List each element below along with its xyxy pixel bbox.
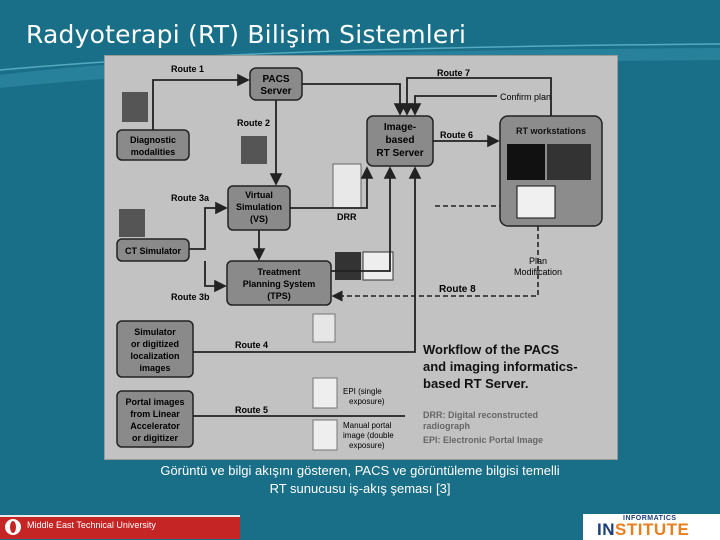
virtual-simulation-label-3: (VS)	[250, 214, 268, 224]
institute-logo-small-text: INFORMATICS	[623, 515, 677, 522]
ct-simulator-label: CT Simulator	[125, 246, 182, 256]
workflow-title-line-3: based RT Server.	[423, 376, 529, 391]
simulator-label-2: or digitized	[131, 339, 179, 349]
epi-label-2: exposure)	[349, 397, 385, 406]
manual-portal-image-icon	[312, 419, 338, 451]
simulator-label-1: Simulator	[134, 327, 176, 337]
tps-dose-image-icon	[335, 252, 361, 280]
route-5-label: Route 5	[235, 405, 268, 415]
epi-label-1: EPI (single	[343, 387, 382, 396]
route-1-label: Route 1	[171, 64, 204, 74]
portal-label-1: Portal images	[125, 397, 184, 407]
simulator-label-3: localization	[130, 351, 179, 361]
route-7-label: Route 7	[437, 68, 470, 78]
tps-label-3: (TPS)	[267, 291, 291, 301]
university-footer-banner: Middle East Technical University	[0, 515, 240, 539]
caption-line-1: Görüntü ve bilgi akışını gösteren, PACS …	[160, 463, 560, 478]
portal-label-3: Accelerator	[130, 421, 180, 431]
portal-label-4: or digitizer	[132, 433, 178, 443]
route-7-arrow	[400, 77, 552, 116]
route-3a-arrow	[189, 201, 228, 250]
tps-label-2: Planning System	[243, 279, 316, 289]
brain-scan-icon	[122, 92, 148, 122]
legend-line-1: DRR: Digital reconstructed	[423, 410, 538, 420]
treatment-planning-system-box	[226, 260, 332, 306]
institute-logo-text: INSTITUTE	[597, 520, 689, 540]
rt-workstation-screen-icon	[547, 144, 591, 180]
localization-image-icon	[312, 313, 336, 343]
image-based-rt-server-label-3: RT Server	[376, 148, 423, 159]
legend-line-3: EPI: Electronic Portal Image	[423, 435, 543, 445]
epi-image-icon	[312, 377, 338, 409]
tps-to-irt-arrow	[331, 166, 397, 272]
tps-label-1: Treatment	[257, 267, 300, 277]
rt-workstation-plot-icon	[516, 185, 556, 219]
route-2-label: Route 2	[237, 118, 270, 128]
manual-label-2: image (double	[343, 431, 394, 440]
route-4-arrow	[193, 166, 422, 353]
institute-logo-prefix: IN	[597, 520, 615, 539]
caption-line-2: RT sunucusu iş-akış şeması [3]	[269, 481, 451, 496]
drr-head-icon	[332, 163, 362, 209]
route-8-label: Route 8	[439, 284, 476, 295]
institute-logo-suffix: STITUTE	[615, 520, 690, 539]
workflow-title-line-1: Workflow of the PACS	[423, 342, 559, 357]
virtual-simulation-label-2: Simulation	[236, 202, 282, 212]
confirm-plan-arrow	[408, 95, 497, 116]
legend-line-2: radiograph	[423, 421, 470, 431]
image-based-rt-server-label-1: Image-	[384, 122, 416, 133]
confirm-plan-label: Confirm plan	[500, 92, 551, 102]
route-3b-label: Route 3b	[171, 292, 210, 302]
route-6-label: Route 6	[440, 130, 473, 140]
simulator-localization-box	[116, 320, 194, 378]
tps-plot-icon	[362, 251, 394, 281]
diagnostic-modalities-label-1: Diagnostic	[130, 135, 176, 145]
university-logo-icon	[5, 519, 21, 535]
manual-label-1: Manual portal	[343, 421, 392, 430]
route-4-label: Route 4	[235, 340, 268, 350]
manual-label-3: exposure)	[349, 441, 385, 450]
vs-to-irt-arrow	[290, 166, 374, 209]
brain-scan-icon	[241, 136, 267, 164]
diagnostic-modalities-label-2: modalities	[131, 147, 176, 157]
workflow-title-line-2: and imaging informatics-	[423, 359, 578, 374]
figure-caption: Görüntü ve bilgi akışını gösteren, PACS …	[95, 462, 625, 498]
image-based-rt-server-label-2: based	[386, 135, 415, 146]
pacs-server-label-1: PACS	[262, 74, 289, 85]
simulator-label-4: images	[139, 363, 170, 373]
slide-title: Radyoterapi (RT) Bilişim Sistemleri	[26, 20, 467, 49]
university-name: Middle East Technical University	[27, 520, 156, 530]
route-1-arrow	[152, 73, 250, 130]
route-3b-arrow	[204, 261, 227, 293]
portal-images-box	[116, 390, 194, 448]
portal-label-2: from Linear	[130, 409, 180, 419]
route-3a-label: Route 3a	[171, 193, 210, 203]
institute-logo: INFORMATICS INSTITUTE	[583, 514, 720, 540]
drr-label: DRR	[337, 212, 357, 222]
virtual-simulation-label-1: Virtual	[245, 190, 273, 200]
plan-modification-label-2: Modification	[514, 267, 562, 277]
pacs-server-label-2: Server	[260, 86, 291, 97]
ct-simulator-box	[116, 238, 190, 262]
pacs-to-irt-arrow	[302, 83, 407, 116]
rt-workstation-screen-icon	[507, 144, 545, 180]
rt-workstations-label: RT workstations	[516, 126, 586, 136]
ct-scan-icon	[119, 209, 145, 237]
workflow-diagram: RT workstations PACS Server Image- based…	[104, 55, 618, 460]
